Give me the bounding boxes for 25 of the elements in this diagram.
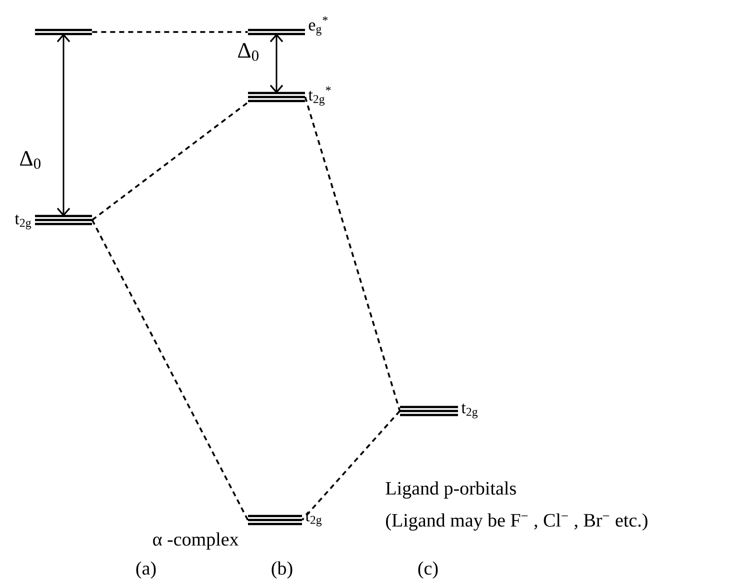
- energy-level-bar: [248, 514, 302, 526]
- double-arrow: [270, 33, 284, 94]
- label-text: α -complex: [153, 532, 239, 550]
- panel-label: (a): [136, 561, 156, 579]
- correlation-line: [302, 410, 400, 521]
- correlation-line: [92, 31, 248, 33]
- level-label: t$_{2g}$*: [308, 86, 331, 106]
- double-arrow: [56, 33, 70, 217]
- edge-label: Δ$_{0}$: [238, 43, 258, 61]
- correlation-line: [92, 102, 248, 221]
- panel-label: (c): [418, 561, 438, 579]
- correlation-line: [91, 220, 249, 520]
- label-text: Ligand p-orbitals: [386, 481, 516, 499]
- level-label: e$_{g}$*: [308, 16, 328, 36]
- energy-level-bar: [248, 92, 305, 102]
- energy-level-bar: [400, 406, 458, 416]
- correlation-line: [304, 96, 401, 412]
- level-label: t$_{2g}$: [14, 214, 32, 230]
- note-text: (Ligand may be F$^{−}$ , Cl$^{−}$ , Br$^{−}$ etc.): [386, 513, 648, 531]
- energy-level-bar: [35, 28, 92, 36]
- energy-level-bar: [35, 214, 92, 226]
- panel-label: (b): [272, 561, 292, 579]
- edge-label: Δ$_{0}$: [20, 151, 40, 169]
- level-label: t$_{2g}$: [461, 404, 478, 418]
- energy-level-bar: [248, 28, 305, 36]
